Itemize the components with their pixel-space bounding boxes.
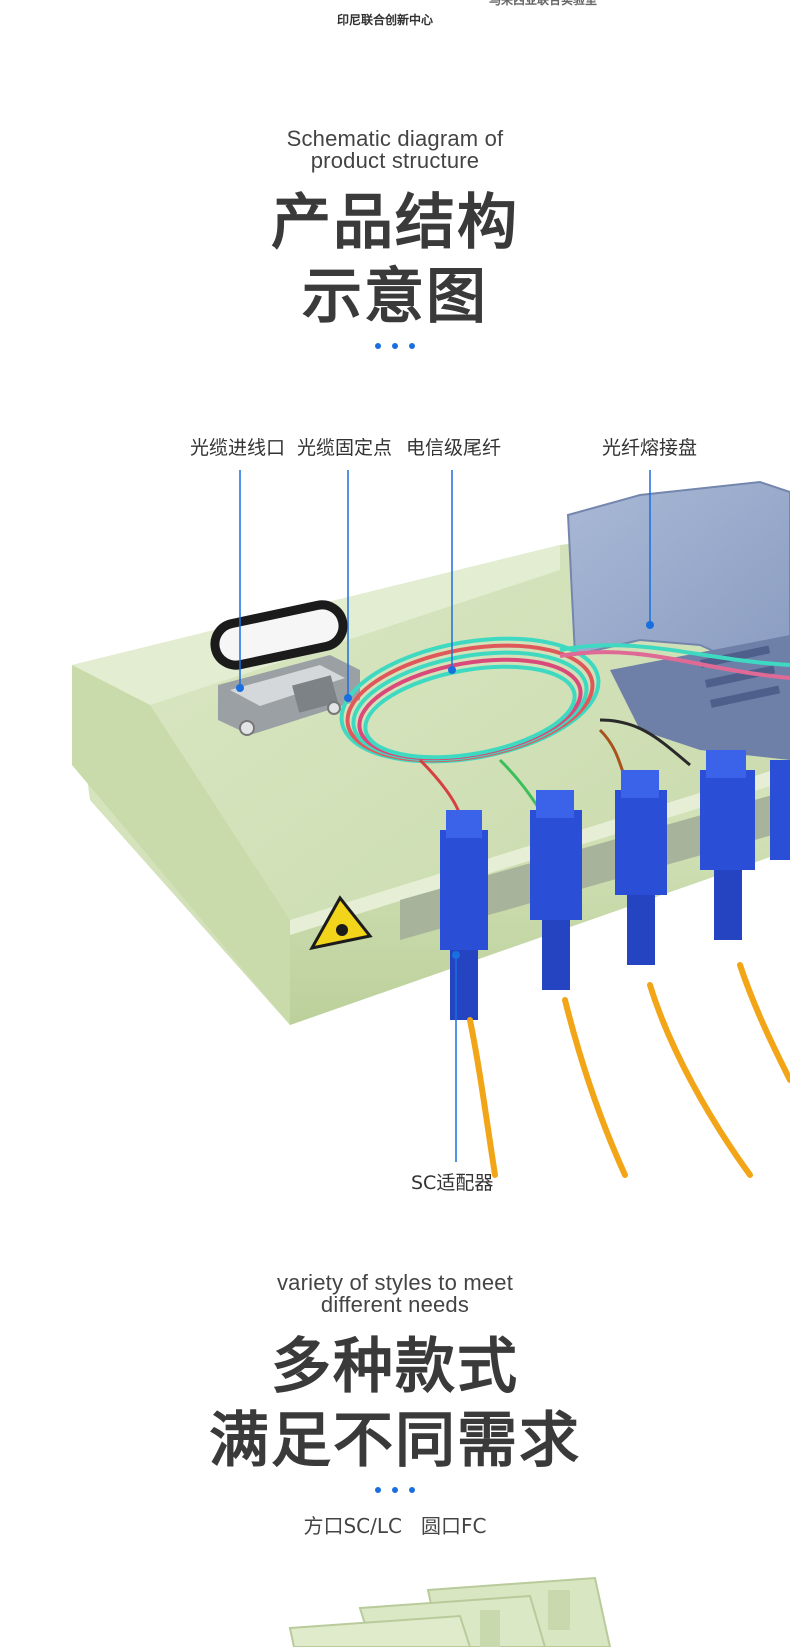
patch-panel-illustration xyxy=(72,470,790,1178)
seal-logo-icon xyxy=(360,0,410,8)
structure-cn-title-2: 示意图 xyxy=(302,262,488,332)
styles-cn-title-2: 满足不同需求 xyxy=(209,1406,581,1476)
styles-en-subtitle-1: variety of styles to meet xyxy=(276,1270,514,1295)
callout-splice-tray: 光纤熔接盘 xyxy=(602,437,698,459)
product-variants-illustration xyxy=(280,1570,640,1648)
callout-sc-adapter: SC适配器 xyxy=(411,1172,494,1194)
product-structure-diagram xyxy=(0,420,790,1180)
styles-cn-title-1: 多种款式 xyxy=(271,1332,519,1402)
callout-telecom-pigtail: 电信级尾纤 xyxy=(406,437,502,459)
styles-en-subtitle-2: different needs xyxy=(320,1292,470,1317)
partner-logo-left xyxy=(360,0,410,8)
styles-divider-dots xyxy=(0,1487,790,1493)
structure-en-subtitle-1: Schematic diagram of xyxy=(286,126,504,151)
callout-cable-entry: 光缆进线口 xyxy=(190,437,286,459)
structure-divider-dots xyxy=(0,343,790,349)
sc-adapter-row xyxy=(440,750,790,1020)
partner-caption-left: 印尼联合创新中心 xyxy=(337,13,434,27)
callout-cable-fixing-point: 光缆固定点 xyxy=(297,437,393,459)
partner-caption-right: 马来西亚联合实验室 xyxy=(489,0,598,7)
port-types-caption: 方口SC/LC 圆口FC xyxy=(303,1514,487,1538)
structure-cn-title-1: 产品结构 xyxy=(271,188,519,258)
stacked-panels-icon xyxy=(288,1576,612,1648)
structure-en-subtitle-2: product structure xyxy=(310,148,480,173)
